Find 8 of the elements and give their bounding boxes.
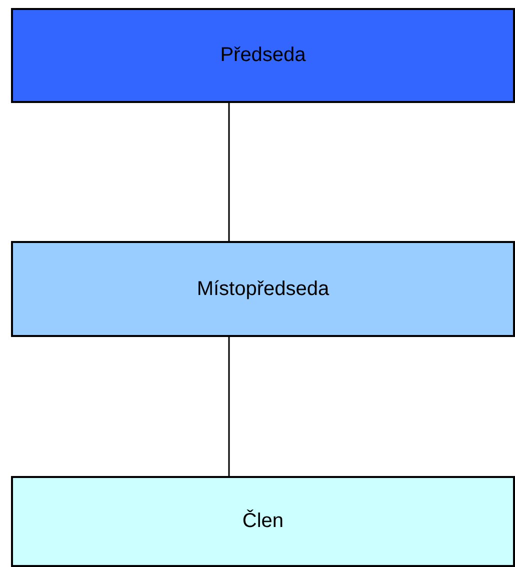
org-box [11,241,515,337]
node-label: Předseda [220,44,306,67]
org-box [11,476,515,567]
org-box [11,8,515,103]
node-label: Místopředseda [196,278,330,300]
node-label: Člen [242,510,284,533]
connector-line [228,337,230,476]
connector-line [228,103,230,241]
